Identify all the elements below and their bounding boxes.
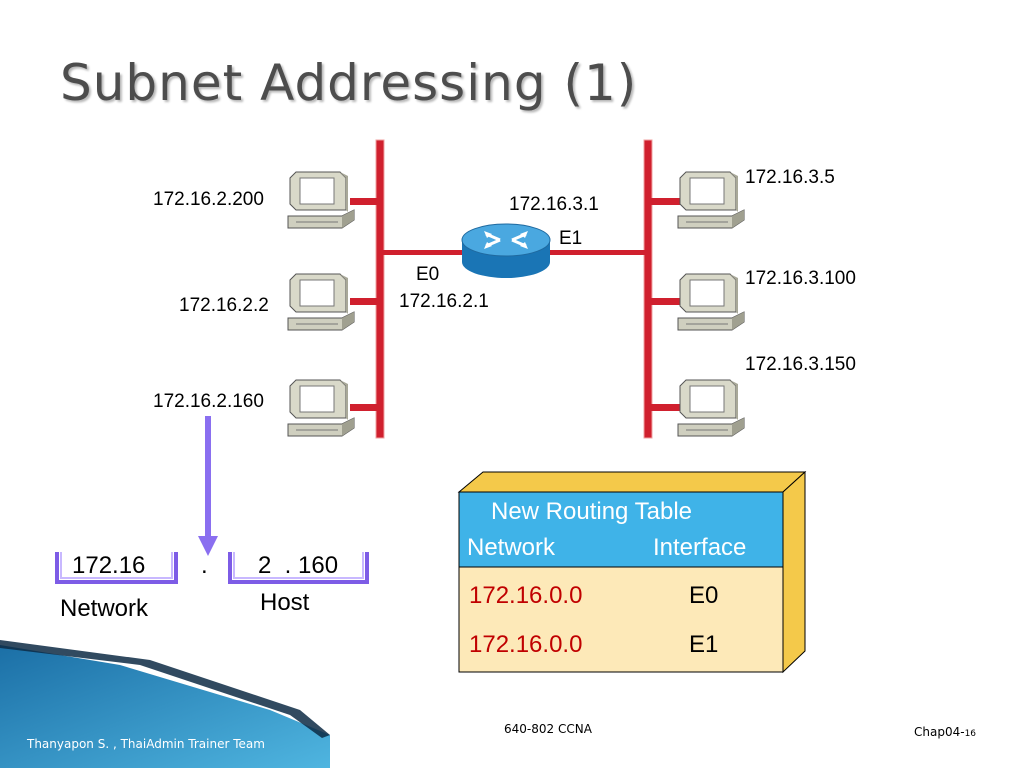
left-host-link-3 [350, 404, 378, 411]
right-host-link-2 [650, 298, 680, 305]
host-ip-right-1: 172.16.3.5 [745, 167, 835, 188]
network-part: 172.16 [72, 552, 146, 579]
arrow-shaft [205, 416, 211, 536]
host-label: Host [260, 589, 310, 616]
routing-row-1-interface: E0 [689, 582, 719, 609]
right-host-link-3 [650, 404, 680, 411]
host-ip-left-3: 172.16.2.160 [153, 391, 264, 412]
router-e1-label: E1 [559, 228, 583, 249]
router-link-e1 [548, 250, 646, 255]
pc-icon-right-2 [677, 273, 745, 331]
footer-chapter: Chap04-16 [914, 725, 976, 739]
routing-table-header-bg [458, 491, 784, 568]
host-bracket [228, 552, 369, 584]
host-ip-left-1: 172.16.2.200 [153, 189, 264, 210]
routing-table-top [457, 471, 807, 493]
left-lan-segment [375, 139, 385, 439]
routing-table-col-network: Network [467, 534, 556, 561]
network-label: Network [60, 595, 149, 622]
routing-row-1-network: 172.16.0.0 [469, 582, 583, 609]
pc-icon-left-3 [287, 379, 355, 437]
right-host-link-1 [650, 198, 680, 205]
pc-icon-right-3 [677, 379, 745, 437]
pc-icon-left-2 [287, 273, 355, 331]
router-e0-ip: 172.16.2.1 [399, 291, 489, 312]
slide-title: Subnet Addressing (1) [60, 54, 638, 112]
footer-author: Thanyapon S. , ThaiAdmin Trainer Team [27, 737, 265, 751]
host-ip-right-2: 172.16.3.100 [745, 268, 856, 289]
host-bracket-shadow [233, 552, 364, 579]
routing-table-body-bg [458, 566, 784, 673]
pc-icon-left-1 [287, 171, 355, 229]
host-part: 2 . 160 [258, 552, 339, 579]
router-icon [461, 223, 551, 278]
page-number: 16 [964, 729, 977, 739]
routing-table-title: New Routing Table [491, 498, 693, 525]
address-dot: . [201, 552, 208, 579]
router-link-e0 [382, 250, 462, 255]
left-host-link-2 [350, 298, 378, 305]
pc-icon-right-1 [677, 171, 745, 229]
network-bracket [55, 552, 178, 584]
routing-table-side [782, 470, 806, 674]
routing-row-2-network: 172.16.0.0 [469, 631, 583, 658]
router-e0-label: E0 [416, 264, 440, 285]
footer-course: 640-802 CCNA [504, 722, 592, 736]
host-ip-right-3: 172.16.3.150 [745, 354, 856, 375]
left-host-link-1 [350, 198, 378, 205]
right-lan-segment [643, 139, 653, 439]
footer-chapter-label: Chap04- [914, 725, 965, 739]
routing-table-col-interface: Interface [653, 534, 747, 561]
arrow-head-icon [198, 536, 218, 556]
host-ip-left-2: 172.16.2.2 [179, 295, 269, 316]
router-e1-ip: 172.16.3.1 [509, 194, 599, 215]
routing-row-2-interface: E1 [689, 631, 719, 658]
network-bracket-shadow [60, 552, 173, 579]
